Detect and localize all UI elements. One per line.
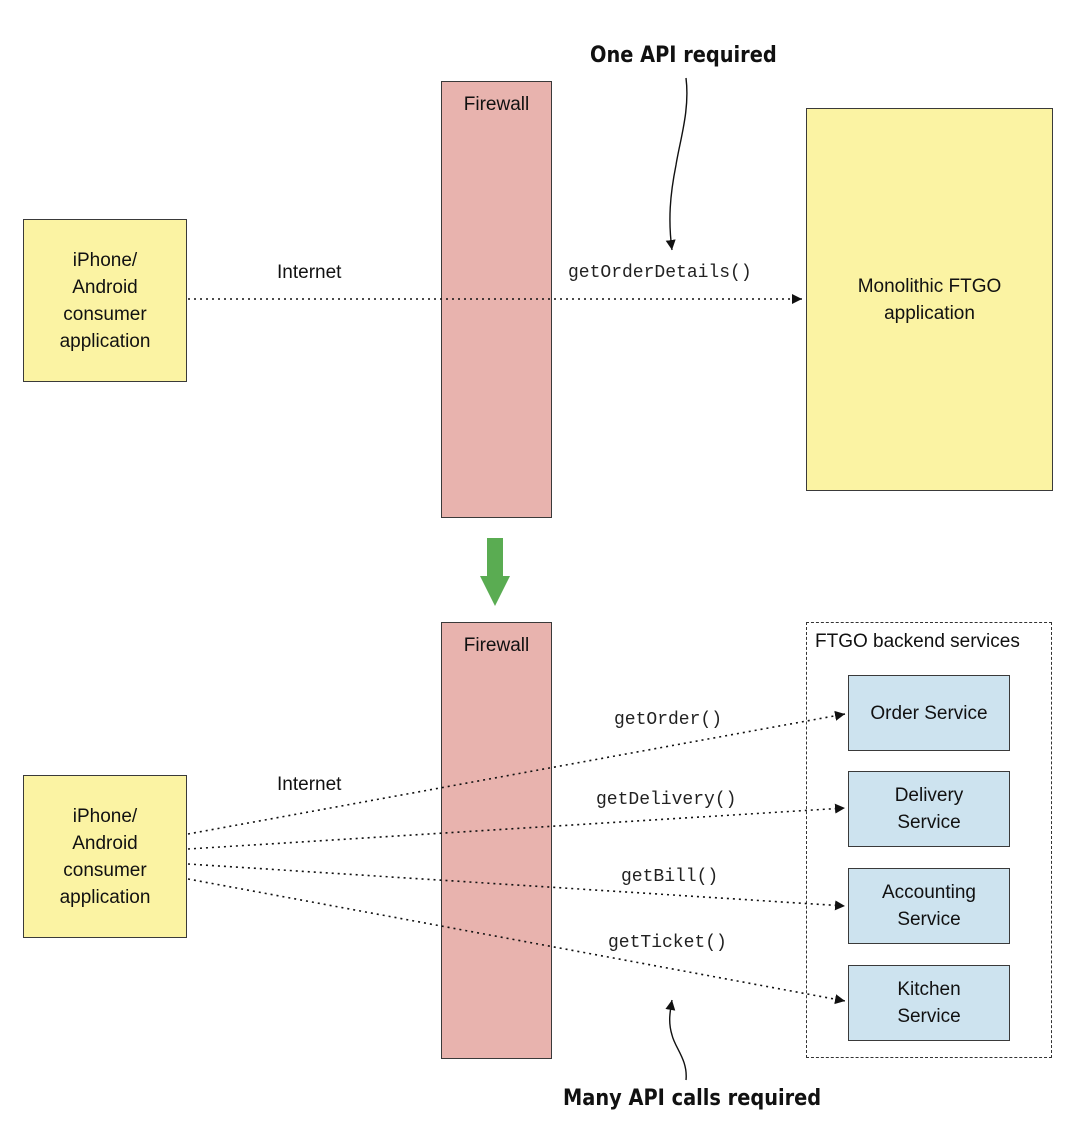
get-bill-arrow [187, 863, 846, 911]
accounting-service-label: Accounting Service [881, 882, 976, 930]
top-internet-label: Internet [277, 262, 342, 283]
delivery-service-label: Delivery Service [894, 785, 964, 833]
get-ticket-label: getTicket() [608, 933, 727, 953]
kitchen-service: Kitchen Service [848, 965, 1010, 1041]
kitchen-service-label: Kitchen Service [897, 979, 961, 1027]
top-call-label: getOrderDetails() [568, 263, 752, 283]
bottom-firewall: Firewall [441, 622, 552, 1059]
bottom-client-label: iPhone/ Android consumer application [59, 805, 151, 908]
top-callout: One API required [590, 43, 777, 68]
bottom-firewall-label: Firewall [463, 635, 530, 656]
delivery-service: Delivery Service [848, 771, 1010, 847]
backend-services-title: FTGO backend services [815, 631, 1020, 652]
down-arrow-icon [480, 538, 510, 606]
order-service-label: Order Service [870, 702, 988, 724]
get-order-arrow [187, 710, 846, 835]
backend-services-group: FTGO backend services [806, 622, 1052, 1058]
get-ticket-arrow [187, 878, 846, 1005]
get-order-label: getOrder() [614, 710, 723, 730]
bottom-client-app: iPhone/ Android consumer application [23, 775, 187, 938]
order-service: Order Service [848, 675, 1010, 751]
monolith-label: Monolithic FTGO application [857, 275, 1002, 324]
top-callout-pointer [665, 77, 688, 251]
top-firewall-label: Firewall [463, 94, 530, 115]
bottom-callout-pointer [665, 999, 687, 1081]
bottom-internet-label: Internet [277, 774, 342, 795]
get-delivery-arrow [187, 803, 846, 850]
top-client-label: iPhone/ Android consumer application [59, 249, 151, 352]
bottom-callout: Many API calls required [563, 1086, 822, 1111]
accounting-service: Accounting Service [848, 868, 1010, 944]
get-delivery-label: getDelivery() [596, 790, 737, 810]
get-bill-label: getBill() [621, 867, 719, 887]
top-client-app: iPhone/ Android consumer application [23, 219, 187, 382]
monolith-app: Monolithic FTGO application [806, 108, 1053, 491]
